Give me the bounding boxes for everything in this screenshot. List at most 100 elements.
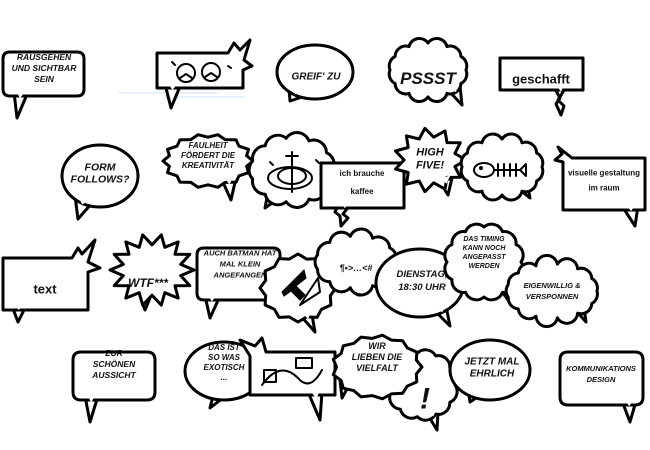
- bubble-text: ANGEPASST: [461, 254, 506, 261]
- bubble-text: geschafft: [512, 72, 570, 87]
- bubble-text: ...: [221, 373, 228, 382]
- tail-join: [86, 393, 97, 403]
- speech-bubble-boxing: [155, 38, 254, 110]
- tail-join: [339, 202, 349, 209]
- tail-join: [516, 179, 526, 188]
- bubble-text: FORM: [85, 162, 116, 174]
- speech-bubble-text: text: [1, 238, 102, 324]
- speech-bubble-scribble: [247, 131, 336, 210]
- tail-join: [555, 84, 565, 92]
- tail-join: [223, 175, 235, 185]
- bubble-text: text: [33, 282, 57, 297]
- tail-join: [206, 293, 219, 302]
- bubble-outline: [1, 50, 86, 98]
- bubble-outline: [71, 350, 157, 402]
- bubble-text: ANGEFANGEN: [213, 271, 268, 280]
- tail-join: [215, 389, 227, 397]
- bubble-text: ¶•>…<#: [340, 263, 373, 273]
- bubble-text: !: [420, 383, 430, 416]
- tail-join: [269, 189, 281, 198]
- speech-bubble-timing: DAS TIMING KANN NOCH ANGEPASST WERDEN: [443, 222, 525, 302]
- bubble-text: HIGH: [416, 146, 445, 158]
- bubble-text: WERDEN: [468, 263, 500, 270]
- tail-join: [469, 385, 481, 394]
- tail-join: [441, 175, 451, 184]
- bubble-text: 18:30 UHR: [398, 282, 446, 293]
- tail-join: [341, 377, 351, 385]
- tail-join: [141, 293, 149, 301]
- speech-bubble-geschafft: geschafft: [498, 56, 585, 117]
- bubble-outline: [448, 338, 532, 402]
- bubble-text: EXOTISCH: [204, 363, 245, 372]
- bubble-text: DESIGN: [587, 375, 616, 384]
- bubble-text: KANN NOCH: [463, 245, 507, 252]
- bubble-outline: [387, 36, 469, 104]
- tail-join: [427, 409, 437, 417]
- tail-join: [15, 89, 27, 99]
- bubble-text: KREATIVITÄT: [182, 161, 235, 170]
- bubble-outline: [155, 38, 254, 90]
- tail-join: [290, 85, 304, 95]
- bubble-text: DAS TIMING: [463, 236, 505, 243]
- bubble-outline: [394, 126, 468, 194]
- tail-join: [435, 303, 445, 313]
- bubble-text: MAL KLEIN: [220, 260, 261, 269]
- bubble-outline: [498, 56, 585, 92]
- speech-bubble-kommunikation: KOMMUNIKATIONS DESIGN: [558, 350, 645, 424]
- tail-join: [13, 303, 25, 310]
- bubble-text: WIR: [368, 341, 386, 351]
- cursor-icon: [281, 269, 321, 306]
- bubble-outline: [1, 238, 102, 312]
- bubble-text: RAUSGEHEN: [17, 52, 72, 62]
- bubble-text: AUSSICHT: [91, 370, 136, 380]
- bubble-text: GREIF' ZU: [291, 72, 341, 83]
- bubble-text: DIENSTAG,: [396, 269, 447, 280]
- speech-bubble-fish: [459, 132, 545, 202]
- bubble-outline: [108, 233, 196, 307]
- speech-bubble-buildings: [238, 336, 337, 422]
- buildings-icon: [261, 357, 323, 386]
- fish-bone-icon: [473, 162, 527, 178]
- bubble-text: EIGENWILLIG &: [523, 281, 580, 290]
- boxing-gloves-icon: [171, 61, 232, 83]
- scribble-globe-icon: [267, 151, 320, 193]
- speech-bubble-pssst: PSSST: [387, 36, 469, 107]
- bubble-outline: [275, 43, 355, 101]
- bubble-outline: [331, 333, 424, 401]
- bubble-text: SCHÖNEN: [93, 359, 136, 369]
- tail-join: [623, 203, 637, 211]
- bubble-text: UND SICHTBAR: [12, 63, 78, 73]
- tail-join: [309, 389, 321, 399]
- bubble-outline: [553, 145, 647, 212]
- bubble-text: KOMMUNIKATIONS: [566, 364, 636, 373]
- bubble-text: ich brauche: [340, 169, 385, 178]
- bubble-text: LIEBEN DIE: [352, 352, 404, 362]
- tail-join: [499, 283, 509, 290]
- bubble-outline: [60, 143, 140, 209]
- bubble-text: VIELFALT: [356, 363, 399, 373]
- speech-bubble-greif: GREIF' ZU: [275, 43, 355, 103]
- bubble-text: visuelle gestaltung: [568, 168, 640, 177]
- tail-join: [623, 398, 635, 407]
- bubble-text: ZUR: [104, 348, 123, 358]
- tail-join: [166, 81, 180, 90]
- speech-bubble-eigenwillig: EIGENWILLIG &VERSPONNEN: [504, 253, 599, 329]
- tail-join: [449, 83, 459, 93]
- bubble-outline: [443, 222, 525, 302]
- bubble-outline: [558, 350, 645, 407]
- tail-join: [353, 279, 363, 286]
- bubble-outline: [238, 336, 337, 397]
- bubble-text: FÖRDERT DIE: [181, 151, 236, 160]
- bubble-text: JETZT MAL: [465, 357, 520, 368]
- tail-join: [301, 312, 311, 320]
